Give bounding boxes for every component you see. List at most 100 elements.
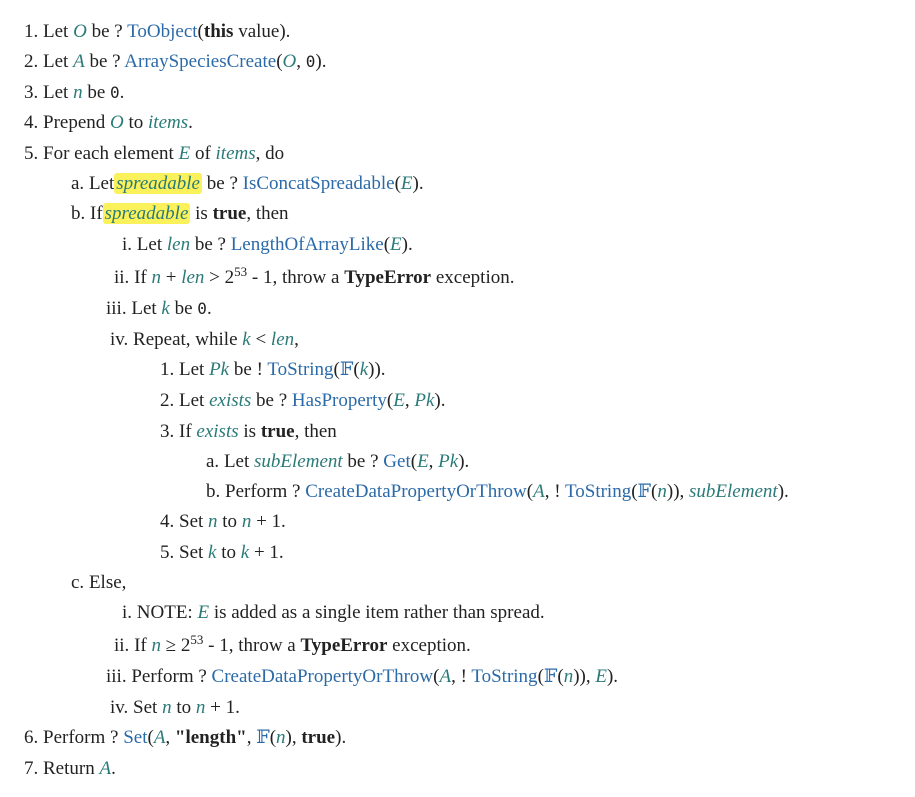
link-tostring[interactable]: ToString — [471, 666, 538, 687]
var-a[interactable]: A — [533, 481, 545, 502]
keyword-true: true — [301, 727, 336, 748]
text: Let — [43, 51, 69, 72]
var-len[interactable]: len — [181, 267, 205, 288]
var-n[interactable]: n — [657, 481, 667, 502]
var-k[interactable]: k — [208, 542, 217, 563]
link-createdatapropertyorthrow[interactable]: CreateDataPropertyOrThrow — [211, 666, 434, 687]
var-items[interactable]: items — [215, 143, 256, 164]
step-number: 5. — [24, 143, 39, 164]
text: ( — [269, 727, 277, 748]
step-5b-iii: iii. Let k be 0. — [106, 297, 212, 321]
link-mathematical-to-number[interactable]: 𝔽 — [339, 359, 354, 380]
var-a[interactable]: A — [439, 666, 452, 687]
var-k[interactable]: k — [240, 542, 250, 563]
var-n[interactable]: n — [151, 635, 161, 656]
text: to — [128, 112, 144, 133]
link-hasproperty[interactable]: HasProperty — [291, 390, 387, 411]
text: Let — [88, 173, 115, 194]
link-mathematical-to-number[interactable]: 𝔽 — [256, 727, 270, 748]
text: be — [174, 298, 193, 319]
exponent: 53 — [234, 264, 248, 279]
link-createdatapropertyorthrow[interactable]: CreateDataPropertyOrThrow — [305, 481, 527, 502]
text: Set — [133, 697, 158, 718]
var-a[interactable]: A — [153, 727, 166, 748]
step-number: 4. — [24, 112, 39, 133]
step-5b-iv: iv. Repeat, while k < len, — [110, 328, 299, 352]
step-number: i. — [122, 602, 133, 623]
link-arrayspeciescreate[interactable]: ArraySpeciesCreate — [124, 51, 277, 72]
var-k[interactable]: k — [161, 298, 170, 319]
text: ). — [279, 21, 291, 42]
link-tostring[interactable]: ToString — [267, 359, 334, 380]
text: ? — [278, 390, 288, 411]
step-number: iii. — [106, 666, 127, 687]
step-number: a. — [71, 173, 85, 194]
var-e[interactable]: E — [393, 390, 405, 411]
text: ( — [353, 359, 360, 380]
keyword-true: true — [260, 421, 295, 442]
var-exists[interactable]: exists — [209, 390, 252, 411]
text: ? — [110, 727, 119, 748]
var-spreadable-highlighted[interactable]: spreadable — [102, 203, 191, 224]
var-n[interactable]: n — [151, 267, 161, 288]
var-len[interactable]: len — [166, 234, 191, 255]
step-number: b. — [206, 481, 221, 502]
step-4: 4. Prepend O to items. — [24, 111, 193, 135]
link-mathematical-to-number[interactable]: 𝔽 — [637, 481, 652, 502]
text: < — [255, 329, 267, 350]
text: ). — [777, 481, 789, 502]
text: , do — [255, 143, 285, 164]
link-isconcatspreadable[interactable]: IsConcatSpreadable — [242, 173, 395, 194]
text: of — [194, 143, 211, 164]
var-e[interactable]: E — [197, 602, 210, 623]
var-e[interactable]: E — [390, 234, 402, 255]
var-e[interactable]: E — [417, 451, 429, 472]
step-5b-iv-3: 3. If exists is true, then — [160, 420, 337, 444]
var-k[interactable]: k — [359, 359, 369, 380]
link-get[interactable]: Get — [383, 451, 411, 472]
var-exists[interactable]: exists — [196, 421, 239, 442]
text: , — [294, 329, 299, 350]
var-pk[interactable]: Pk — [414, 390, 435, 411]
link-lengthofarraylike[interactable]: LengthOfArrayLike — [230, 234, 384, 255]
var-pk[interactable]: Pk — [209, 359, 230, 380]
var-a[interactable]: A — [73, 51, 85, 72]
text: For each element — [43, 143, 174, 164]
var-pk[interactable]: Pk — [438, 451, 459, 472]
text: to — [222, 511, 238, 532]
var-n[interactable]: n — [208, 511, 218, 532]
text: ). — [606, 666, 619, 687]
var-len[interactable]: len — [270, 329, 295, 350]
var-o[interactable]: O — [110, 112, 124, 133]
text: 1 — [271, 511, 282, 532]
text: + — [165, 267, 177, 288]
var-n[interactable]: n — [195, 697, 206, 718]
link-mathematical-to-number[interactable]: 𝔽 — [543, 666, 558, 687]
text: ( — [410, 451, 418, 472]
var-n[interactable]: n — [73, 82, 83, 103]
var-o[interactable]: O — [282, 51, 297, 72]
link-tostring[interactable]: ToString — [564, 481, 632, 502]
text: Else, — [88, 572, 127, 593]
link-toobject[interactable]: ToObject — [127, 21, 198, 42]
link-set[interactable]: Set — [123, 727, 148, 748]
var-a[interactable]: A — [99, 758, 112, 779]
text: ( — [557, 666, 564, 687]
var-subelement[interactable]: subElement — [689, 481, 778, 502]
text: + — [210, 697, 221, 718]
var-n[interactable]: n — [241, 511, 252, 532]
var-e[interactable]: E — [178, 143, 191, 164]
var-n[interactable]: n — [276, 727, 286, 748]
var-spreadable-highlighted[interactable]: spreadable — [114, 173, 202, 194]
var-e[interactable]: E — [595, 666, 607, 687]
var-o[interactable]: O — [73, 21, 87, 42]
text: )). — [368, 359, 386, 380]
step-7: 7. Return A. — [24, 757, 116, 781]
var-n[interactable]: n — [162, 697, 172, 718]
var-n[interactable]: n — [563, 666, 574, 687]
var-k[interactable]: k — [242, 329, 251, 350]
var-subelement[interactable]: subElement — [254, 451, 343, 472]
var-items[interactable]: items — [148, 112, 189, 133]
var-e[interactable]: E — [400, 173, 413, 194]
